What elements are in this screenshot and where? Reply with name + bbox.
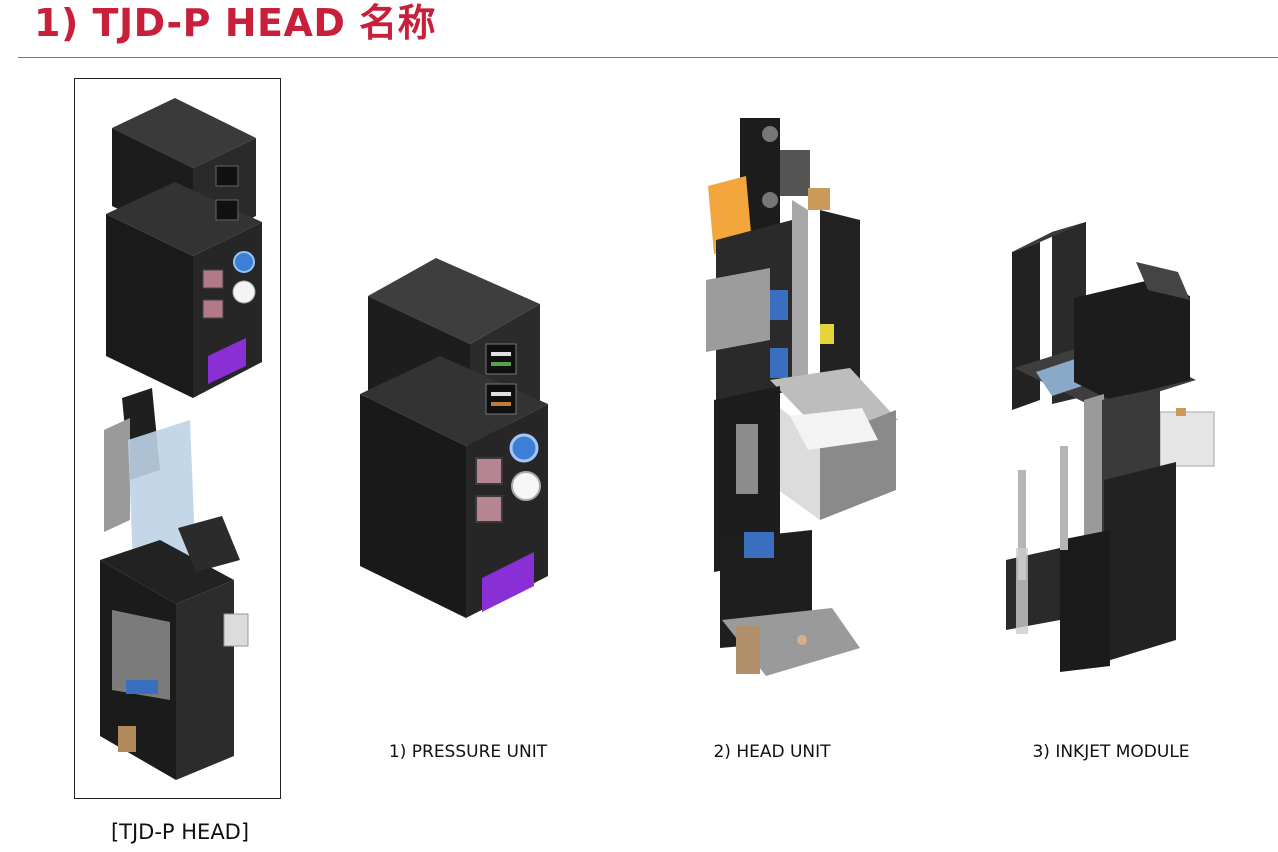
slide-title: 1) TJD-P HEAD 名称 — [34, 1, 437, 45]
head-unit-caption: 2) HEAD UNIT — [713, 742, 831, 762]
head-unit-render — [706, 118, 898, 676]
assembly-frame — [74, 78, 281, 799]
pressure-unit-caption: 1) PRESSURE UNIT — [388, 742, 548, 762]
pressure-unit-render — [360, 258, 548, 618]
inkjet-module-caption: 3) INKJET MODULE — [1032, 742, 1190, 762]
inkjet-module-render — [1006, 222, 1215, 672]
title-divider — [18, 57, 1278, 58]
assembly-render — [100, 98, 262, 780]
assembly-caption: [TJD-P HEAD] — [110, 820, 250, 844]
